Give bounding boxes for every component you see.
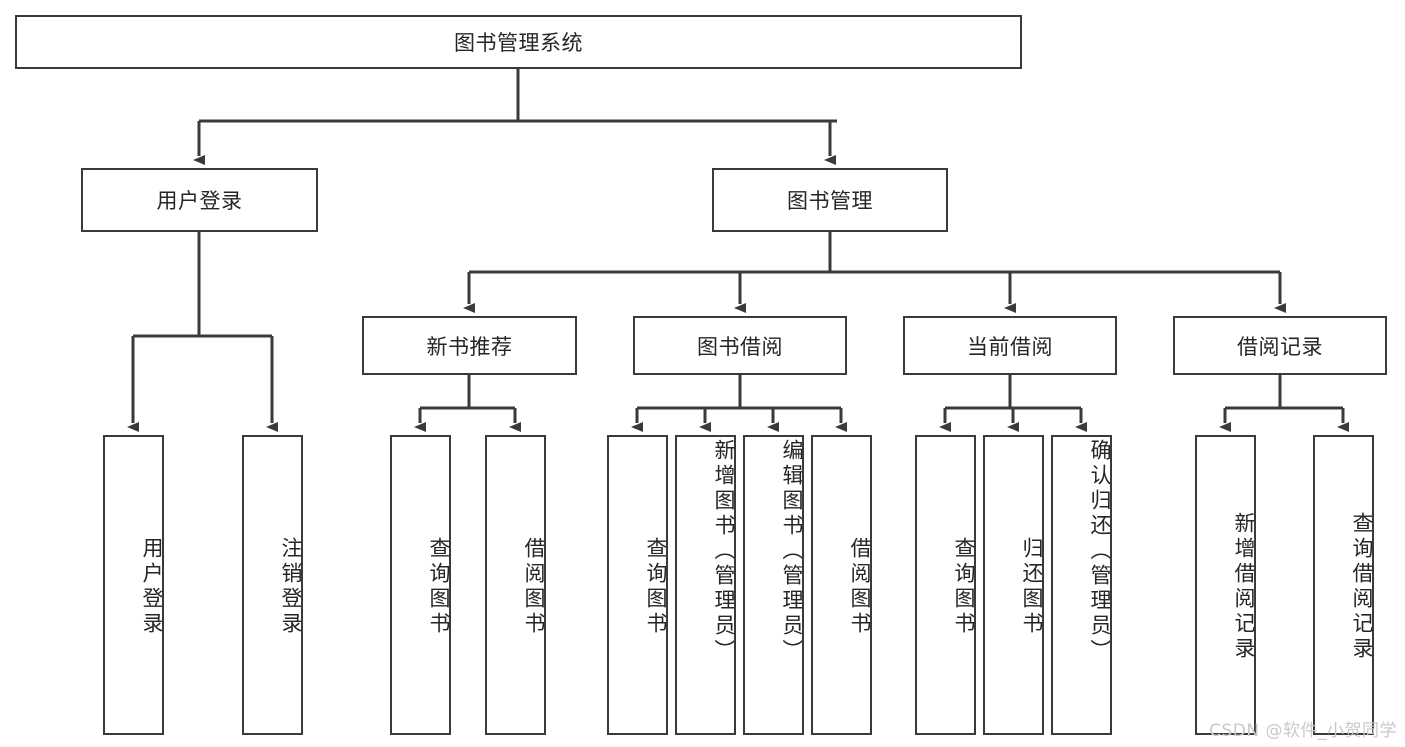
csdn-watermark: CSDN @软件_小贺同学 — [1209, 721, 1397, 741]
leaf-query-book-borrow[interactable]: 查询图书 — [607, 435, 668, 735]
leaf-query-book-current[interactable]: 查询图书 — [915, 435, 976, 735]
leaf-confirm-return[interactable]: 确认归还（管理员） — [1051, 435, 1112, 735]
leaf-edit-book[interactable]: 编辑图书（管理员） — [743, 435, 804, 735]
leaf-add-book[interactable]: 新增图书（管理员） — [675, 435, 736, 735]
leaf-user-logout[interactable]: 注销登录 — [242, 435, 303, 735]
leaf-add-borrow-record[interactable]: 新增借阅记录 — [1195, 435, 1256, 735]
leaf-borrow-book[interactable]: 借阅图书 — [811, 435, 872, 735]
leaf-user-login[interactable]: 用户登录 — [103, 435, 164, 735]
leaf-return-book[interactable]: 归还图书 — [983, 435, 1044, 735]
node-borrow-record[interactable]: 借阅记录 — [1173, 316, 1387, 375]
node-user-login[interactable]: 用户登录 — [81, 168, 318, 232]
node-current-borrow[interactable]: 当前借阅 — [903, 316, 1117, 375]
node-book-borrow[interactable]: 图书借阅 — [633, 316, 847, 375]
node-new-book-recommend[interactable]: 新书推荐 — [362, 316, 577, 375]
leaf-borrow-book-recommend[interactable]: 借阅图书 — [485, 435, 546, 735]
node-book-management[interactable]: 图书管理 — [712, 168, 948, 232]
node-root[interactable]: 图书管理系统 — [15, 15, 1022, 69]
leaf-query-borrow-record[interactable]: 查询借阅记录 — [1313, 435, 1374, 735]
leaf-query-book-recommend[interactable]: 查询图书 — [390, 435, 451, 735]
